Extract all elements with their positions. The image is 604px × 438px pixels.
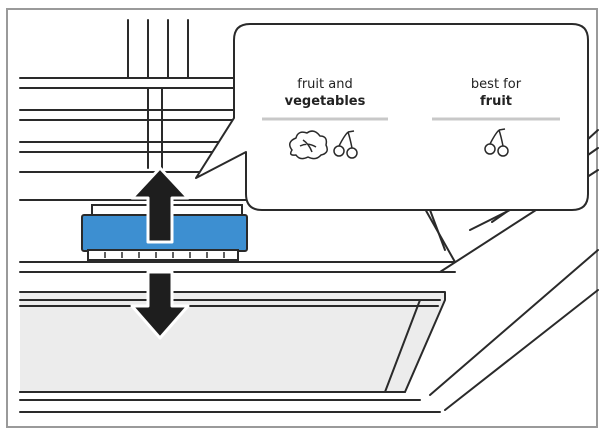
option-left-line2: vegetables <box>284 94 366 109</box>
cherries-icon <box>484 128 509 157</box>
shelf-rails <box>127 19 189 169</box>
option-right-line2: fruit <box>480 94 512 109</box>
crisper-drawer <box>19 291 446 413</box>
up-arrow-icon <box>130 166 190 244</box>
cherries-icon <box>333 130 358 159</box>
option-fruit-and-vegetables-label: fruit and vegetables <box>262 76 388 110</box>
callout-bubble <box>195 23 589 211</box>
down-arrow-icon <box>130 270 190 340</box>
option-right-line1: best for <box>470 77 522 92</box>
option-best-for-fruit-label: best for fruit <box>432 76 560 110</box>
fridge-shelves <box>19 77 241 173</box>
option-left-line1: fruit and <box>297 77 353 92</box>
vegetables-icon <box>289 130 328 160</box>
